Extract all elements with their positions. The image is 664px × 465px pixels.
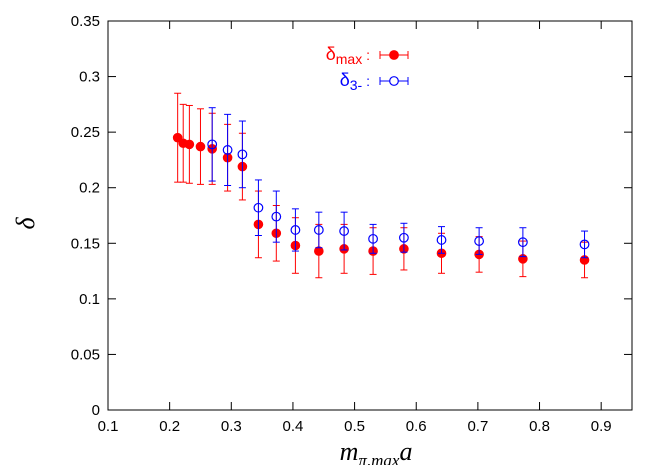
legend-marker — [389, 50, 399, 60]
data-point — [184, 139, 195, 150]
legend-label-base: δ — [340, 70, 350, 90]
x-tick-label: 0.4 — [283, 418, 304, 435]
y-tick-label: 0.35 — [71, 13, 100, 30]
y-tick-label: 0.15 — [71, 235, 100, 252]
data-point — [399, 232, 409, 243]
data-point — [436, 235, 447, 245]
x-tick-label: 0.3 — [221, 418, 242, 435]
y-tick-label: 0 — [92, 402, 100, 419]
data-point — [517, 237, 528, 248]
x-tick-label: 0.1 — [98, 418, 119, 435]
legend-label: δ3- : — [340, 70, 370, 93]
x-axis: 0.1 0.2 0.3 0.4 0.5 0.6 0.7 0.8 0.9 — [98, 21, 612, 435]
data-point — [195, 141, 206, 152]
data-point — [222, 145, 233, 155]
data-point — [207, 139, 218, 150]
x-tick-label: 0.8 — [529, 418, 550, 435]
data-point — [313, 225, 324, 235]
x-axis-title-sub: π,max — [358, 451, 400, 465]
x-axis-title-tail: a — [399, 437, 412, 465]
x-tick-label: 0.9 — [591, 418, 612, 435]
y-axis: 0 0.05 0.1 0.15 0.2 0.25 0.3 0.35 — [71, 13, 632, 419]
x-tick-label: 0.2 — [159, 418, 180, 435]
x-axis-title-main: m — [340, 437, 359, 465]
y-axis-title: δ — [11, 217, 40, 230]
x-tick-label: 0.7 — [467, 418, 488, 435]
series-layer — [172, 92, 590, 279]
data-point — [237, 149, 248, 160]
legend-label-sub: max — [336, 51, 362, 67]
series-delta-3 — [207, 107, 590, 259]
y-tick-label: 0.05 — [71, 346, 100, 363]
legend-label-sub: 3- — [350, 77, 363, 93]
data-point — [579, 239, 590, 250]
legend-marker — [389, 76, 399, 86]
legend: δmax :δ3- : — [326, 44, 409, 93]
legend-label: δmax : — [326, 44, 370, 67]
x-tick-label: 0.5 — [344, 418, 365, 435]
data-point — [172, 132, 183, 143]
data-point — [339, 226, 350, 236]
data-point — [474, 236, 485, 246]
legend-label-base: δ — [326, 44, 336, 64]
data-point — [271, 211, 282, 222]
legend-label-tail: : — [362, 47, 370, 63]
x-tick-label: 0.6 — [406, 418, 427, 435]
x-axis-title: mπ,maxa — [340, 437, 413, 465]
y-tick-label: 0.25 — [71, 124, 100, 141]
data-point — [368, 233, 378, 244]
data-point — [253, 202, 264, 213]
legend-label-tail: : — [362, 73, 370, 89]
data-point — [290, 225, 301, 235]
y-tick-label: 0.3 — [79, 69, 100, 86]
y-tick-label: 0.1 — [79, 291, 100, 308]
y-tick-label: 0.2 — [79, 180, 100, 197]
plot-border — [107, 20, 633, 411]
plot-frame — [107, 20, 633, 411]
